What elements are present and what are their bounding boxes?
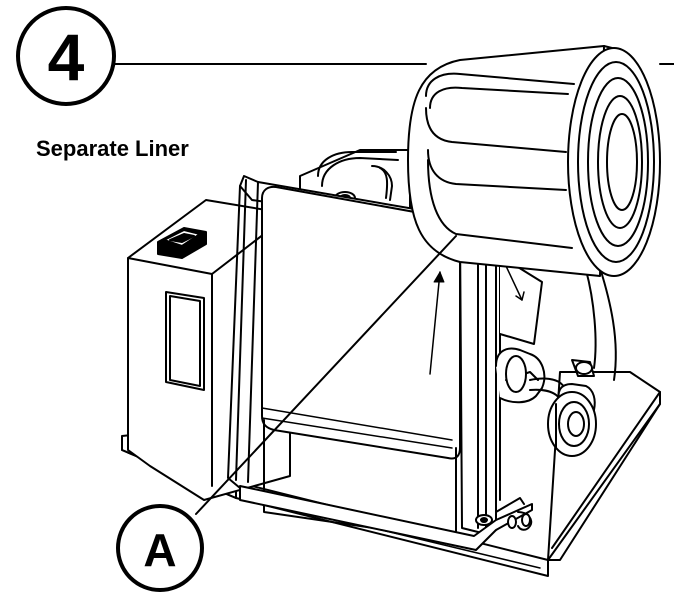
power-switch (158, 228, 206, 258)
step-title: Separate Liner (36, 136, 189, 161)
dancer-arm (496, 349, 565, 408)
feed-arrow (430, 272, 444, 374)
callout-a-label: A (143, 524, 176, 576)
step-number: 4 (48, 20, 85, 94)
step-number-callout: 4 (18, 8, 674, 104)
tension-knob (548, 360, 596, 456)
side-rails (460, 230, 500, 534)
liner-web (500, 256, 616, 380)
lower-bracket (240, 486, 532, 550)
label-roll (408, 46, 660, 276)
callout-a: A (118, 236, 456, 590)
